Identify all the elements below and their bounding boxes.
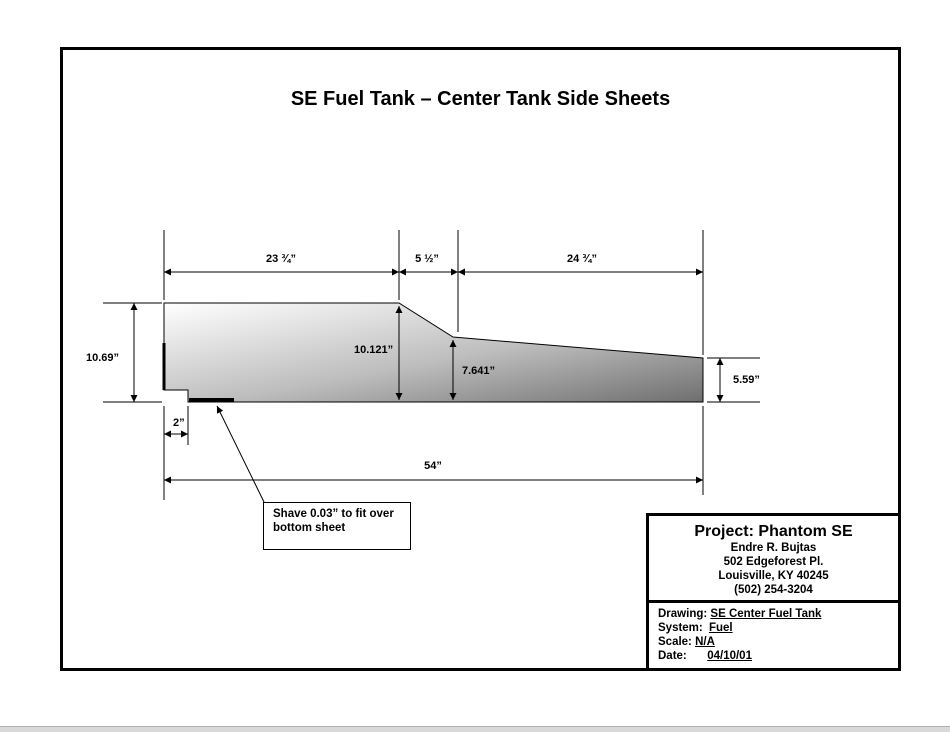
- drawing-row: Drawing: SE Center Fuel Tank: [658, 607, 898, 621]
- author-city: Louisville, KY 40245: [718, 570, 829, 582]
- shave-callout-box: Shave 0.03” to fit over bottom sheet: [263, 502, 411, 550]
- dim-top-right: 24 ¾”: [567, 253, 597, 265]
- drawing-label: Drawing:: [658, 608, 708, 620]
- dim-top-left: 23 ¾”: [266, 253, 296, 265]
- tank-side-sheet-shape: [163, 302, 704, 403]
- title-block: Project: Phantom SE Endre R. Bujtas 502 …: [646, 513, 898, 668]
- date-label: Date:: [658, 650, 687, 662]
- dim-overall-length: 54”: [424, 460, 442, 472]
- dim-left-height: 10.69”: [86, 352, 119, 364]
- date-value: 04/10/01: [707, 650, 752, 662]
- scale-label: Scale:: [658, 636, 692, 648]
- date-row: Date: 04/10/01: [658, 649, 898, 663]
- scale-row: Scale: N/A: [658, 635, 898, 649]
- dim-top-middle: 5 ½”: [415, 253, 439, 265]
- dim-right-height: 5.59”: [733, 374, 760, 386]
- project-name: Project: Phantom SE: [694, 523, 853, 540]
- author-name: Endre R. Bujtas: [730, 542, 817, 554]
- system-value: Fuel: [708, 622, 733, 634]
- author-street: 502 Edgeforest Pl.: [723, 556, 824, 568]
- dimension-lines: [130, 268, 724, 503]
- system-row: System: Fuel: [658, 621, 898, 635]
- title-block-info: Drawing: SE Center Fuel Tank System: Fue…: [649, 603, 898, 663]
- drawing-title: SE Fuel Tank – Center Tank Side Sheets: [290, 88, 671, 110]
- author-phone: (502) 254-3204: [734, 584, 813, 596]
- drawing-frame: [60, 47, 901, 671]
- dim-inner-height-2: 7.641”: [462, 365, 495, 377]
- title-block-project: Project: Phantom SE Endre R. Bujtas 502 …: [649, 516, 898, 603]
- dim-notch-width: 2”: [173, 417, 185, 429]
- page-bottom-edge: [0, 726, 950, 732]
- callout-line-1: Shave 0.03” to fit over: [273, 508, 394, 520]
- callout-line-2: bottom sheet: [273, 522, 346, 534]
- system-label: System:: [658, 622, 703, 634]
- scale-value: N/A: [695, 636, 715, 648]
- drawing-value: SE Center Fuel Tank: [710, 608, 822, 620]
- dim-inner-height-1: 10.121”: [354, 344, 393, 356]
